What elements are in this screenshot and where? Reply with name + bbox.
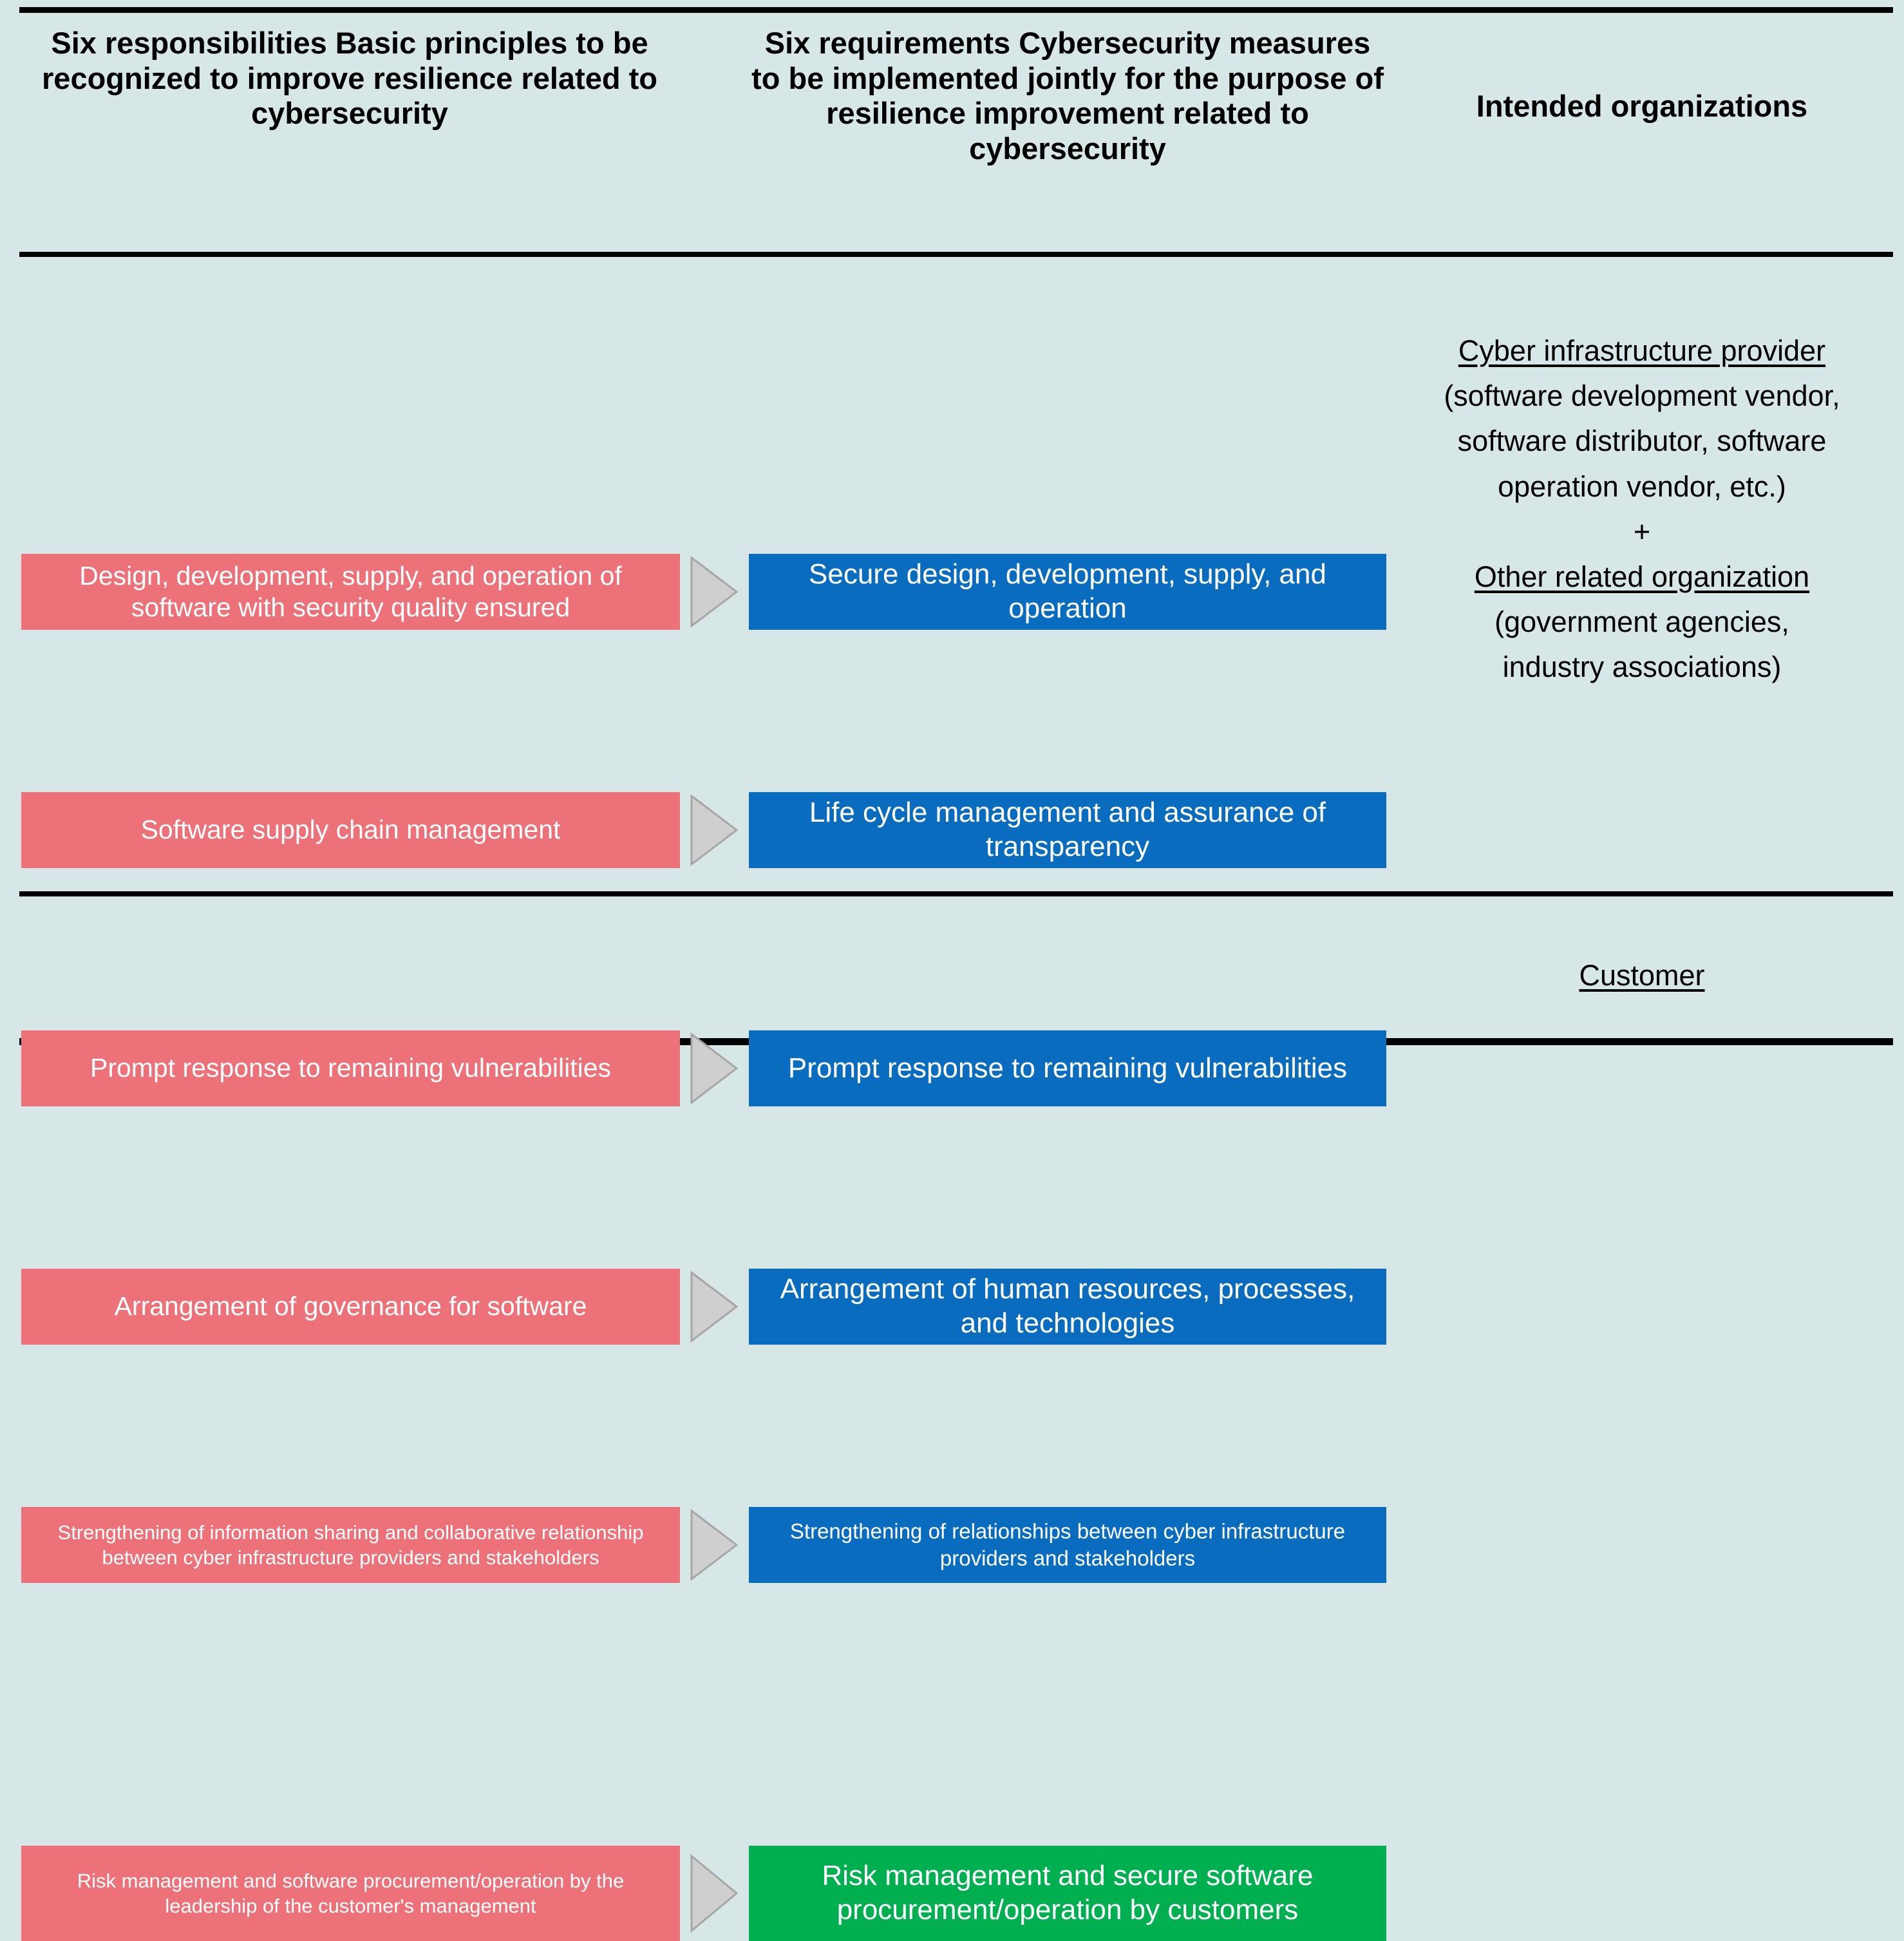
requirement-box-4[interactable]: Arrangement of human resources, processe… xyxy=(749,1269,1386,1345)
org-detail-2-line-2: industry associations) xyxy=(1502,650,1782,684)
table-row: Design, development, supply, and operati… xyxy=(0,277,1904,630)
requirement-box-customer[interactable]: Risk management and secure software proc… xyxy=(749,1846,1386,1941)
table-row: Software supply chain management Life cy… xyxy=(0,396,1904,868)
arrow-right-triangle-5 xyxy=(690,1507,738,1583)
org-title-other: Other related organization xyxy=(1474,560,1810,593)
responsibility-box-5[interactable]: Strengthening of information sharing and… xyxy=(21,1507,680,1583)
arrow-right-triangle-3 xyxy=(690,1030,738,1106)
header-separator-rule xyxy=(19,252,1893,257)
header-row: Six responsibilities Basic principles to… xyxy=(0,13,1904,252)
org-detail-2-line-1: (government agencies, xyxy=(1494,605,1789,639)
diagram-canvas: Six responsibilities Basic principles to… xyxy=(0,7,1904,1941)
org-title-customer: Customer xyxy=(1579,959,1705,992)
arrow-right-triangle-customer xyxy=(690,1852,738,1935)
responsibility-box-1[interactable]: Design, development, supply, and operati… xyxy=(21,554,680,630)
responsibility-box-4[interactable]: Arrangement of governance for software xyxy=(21,1269,680,1345)
responsibility-box-customer[interactable]: Risk management and software procurement… xyxy=(21,1846,680,1941)
responsibility-box-2[interactable]: Software supply chain management xyxy=(21,792,680,868)
intended-organizations-customer: Customer xyxy=(1397,953,1887,998)
header-requirements: Six requirements Cybersecurity measures … xyxy=(751,26,1384,166)
org-title-provider: Cyber infrastructure provider xyxy=(1458,334,1826,367)
arrow-right-triangle-2 xyxy=(690,792,738,868)
org-detail-line-3: operation vendor, etc.) xyxy=(1498,469,1786,503)
requirement-box-5[interactable]: Strengthening of relationships between c… xyxy=(749,1507,1386,1583)
header-responsibilities: Six responsibilities Basic principles to… xyxy=(42,26,657,131)
org-detail-line-1: (software development vendor, xyxy=(1444,379,1840,413)
responsibility-box-3[interactable]: Prompt response to remaining vulnerabili… xyxy=(21,1030,680,1106)
org-detail-line-2: software distributor, software xyxy=(1457,424,1827,458)
requirement-box-3[interactable]: Prompt response to remaining vulnerabili… xyxy=(749,1030,1386,1106)
arrow-right-triangle-4 xyxy=(690,1269,738,1345)
org-plus-symbol: + xyxy=(1633,515,1651,548)
requirement-box-2[interactable]: Life cycle management and assurance of t… xyxy=(749,792,1386,868)
requirement-box-1[interactable]: Secure design, development, supply, and … xyxy=(749,554,1386,630)
intended-organizations-main: Cyber infrastructure provider (software … xyxy=(1397,328,1887,690)
arrow-right-triangle-1 xyxy=(690,554,738,630)
section-separator-rule xyxy=(19,891,1893,896)
header-organizations: Intended organizations xyxy=(1476,89,1808,123)
table-row: Strengthening of information sharing and… xyxy=(0,753,1904,1583)
top-border-rule xyxy=(19,7,1893,13)
